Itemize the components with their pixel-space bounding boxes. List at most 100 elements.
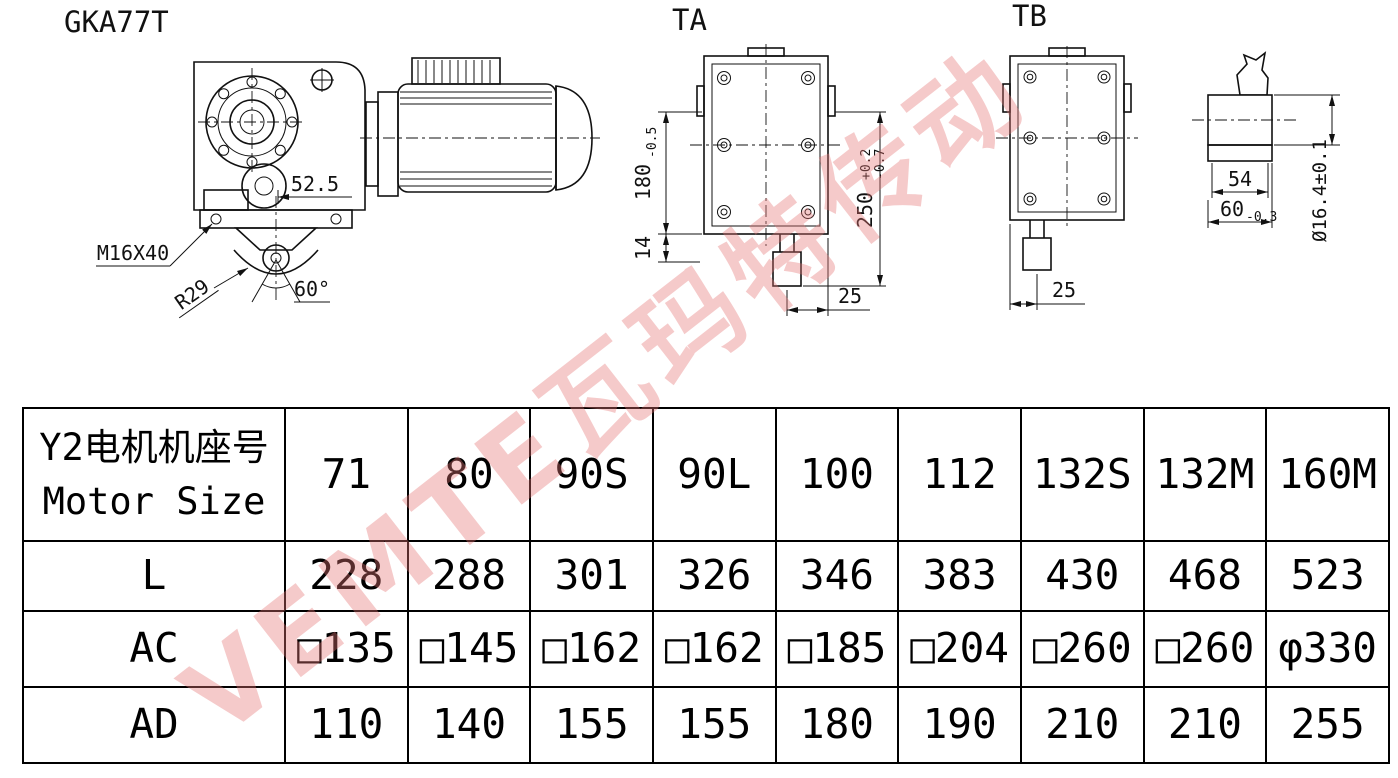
table-cell: 190 — [897, 686, 1022, 764]
column-header: 90S — [529, 407, 654, 542]
ta-output-shaft — [772, 234, 802, 287]
table-cell: 523 — [1265, 540, 1390, 612]
table-row-AD: AD 110 140 155 155 180 190 210 210 255 — [22, 686, 1390, 764]
motor-size-header: Y2电机机座号 Motor Size — [22, 407, 286, 542]
table-cell: 383 — [897, 540, 1022, 612]
table-cell: 110 — [284, 686, 409, 764]
section-dim-diameter-label: Ø16.4±0.1 — [1309, 139, 1331, 242]
secondary-bore-inner — [254, 176, 274, 196]
ta-dim-total-tol-dn: -0.7 — [873, 149, 888, 180]
ta-dim-total-tol-up: +0.2 — [859, 149, 874, 180]
shaft-section-drawing: 54 60 -0.3 Ø16.4±0.1 — [1192, 51, 1340, 242]
table-cell: □260 — [1019, 610, 1145, 688]
ta-view-drawing: TA 180 -0.5 — [631, 3, 888, 316]
housing-detail-rect — [203, 189, 249, 211]
table-cell: 430 — [1019, 540, 1145, 612]
ta-dim-offset-label: 25 — [838, 284, 862, 308]
ta-dim-depth-value: 14 — [631, 236, 655, 260]
dim-thread-label: M16X40 — [97, 241, 169, 265]
row-label: L — [22, 540, 286, 612]
motor-size-header-en: Motor Size — [42, 479, 266, 523]
table-cell: 255 — [1265, 686, 1390, 764]
motor-size-table: Y2电机机座号 Motor Size 71 80 90S 90L 100 112… — [22, 407, 1390, 764]
tb-ear-right — [1123, 83, 1132, 113]
section-dim-inner-width: 54 — [1211, 163, 1269, 198]
table-cell: 210 — [1019, 686, 1145, 764]
ta-dim-height-value: 180 — [631, 164, 655, 200]
section-dim-outer-width: 60 -0.3 — [1207, 163, 1277, 228]
table-cell: 288 — [406, 540, 532, 612]
dim-52-5-label: 52.5 — [291, 172, 339, 196]
table-cell: □162 — [651, 610, 777, 688]
table-cell: φ330 — [1265, 610, 1390, 688]
technical-drawings: GKA77T — [64, 0, 1340, 319]
tb-ear-left — [1002, 83, 1011, 113]
table-cell: □135 — [284, 610, 409, 688]
dim-angle-label: 60° — [294, 277, 330, 301]
ta-dim-height-tol: -0.5 — [645, 127, 660, 158]
table-cell: □185 — [774, 610, 900, 688]
dim-thread: M16X40 — [96, 223, 213, 267]
row-label: AD — [22, 686, 286, 764]
main-view-drawing: GKA77T — [64, 5, 600, 319]
table-header-row: Y2电机机座号 Motor Size 71 80 90S 90L 100 112… — [22, 407, 1390, 542]
ta-dim-depth: 14 — [631, 234, 700, 263]
tb-bolts — [1023, 70, 1111, 206]
table-cell: 210 — [1142, 686, 1268, 764]
column-header: 90L — [651, 407, 777, 542]
ta-dim-height: 180 -0.5 — [631, 111, 702, 235]
table-cell: 155 — [529, 686, 654, 764]
table-cell: □145 — [406, 610, 532, 688]
table-cell: 180 — [774, 686, 900, 764]
tb-view-title: TB — [1012, 0, 1047, 33]
column-header: 132S — [1019, 407, 1145, 542]
ta-view-title: TA — [672, 3, 707, 37]
table-cell: 468 — [1142, 540, 1268, 612]
output-bracket — [233, 227, 319, 251]
row-label: AC — [22, 610, 286, 688]
column-header: 80 — [406, 407, 532, 542]
table-cell: □260 — [1142, 610, 1268, 688]
column-header: 100 — [774, 407, 900, 542]
tb-dim-offset: 25 — [1009, 224, 1085, 310]
section-dim-outer-width-tol: -0.3 — [1246, 210, 1277, 225]
ta-ear-left — [696, 85, 705, 117]
section-dim-inner-width-label: 54 — [1228, 167, 1252, 191]
section-lower-band — [1207, 144, 1273, 162]
table-cell: 301 — [529, 540, 654, 612]
tb-output-shaft — [1022, 220, 1052, 271]
table-cell: □162 — [529, 610, 654, 688]
dim-radius: R29 — [170, 267, 249, 319]
tb-view-drawing: TB 25 — [996, 0, 1138, 310]
ta-dim-offset: 25 — [786, 238, 870, 316]
secondary-bore-outer — [241, 163, 287, 209]
plate-bolt-left — [210, 213, 222, 225]
table-cell: 346 — [774, 540, 900, 612]
table-cell: 140 — [406, 686, 532, 764]
ta-body-inner — [711, 63, 821, 227]
plate-bolt-right — [330, 213, 342, 225]
column-header: 112 — [897, 407, 1022, 542]
table-cell: 155 — [651, 686, 777, 764]
column-header: 71 — [284, 407, 409, 542]
column-header: 160M — [1265, 407, 1390, 542]
table-row-AC: AC □135 □145 □162 □162 □185 □204 □260 □2… — [22, 610, 1390, 688]
motor-drawing — [360, 57, 600, 197]
tb-dim-offset-label: 25 — [1052, 278, 1076, 302]
main-view-title: GKA77T — [64, 5, 169, 39]
gearbox-housing — [193, 61, 366, 211]
section-dim-outer-width-value: 60 — [1220, 197, 1244, 221]
column-header: 132M — [1142, 407, 1268, 542]
table-row-L: L 228 288 301 326 346 383 430 468 523 — [22, 540, 1390, 612]
section-dim-diameter: Ø16.4±0.1 — [1274, 94, 1340, 242]
ta-dim-total: 250 +0.2 -0.7 — [803, 111, 888, 287]
ta-dim-total-value: 250 — [853, 192, 877, 228]
dim-52-5: 52.5 — [277, 172, 352, 204]
table-cell: □204 — [897, 610, 1022, 688]
motor-size-header-cn: Y2电机机座号 — [39, 425, 269, 469]
table-cell: 326 — [651, 540, 777, 612]
dim-angle: 60° — [251, 259, 330, 303]
bearing-cover — [198, 68, 306, 176]
eye-bolt — [310, 68, 334, 92]
section-break-notch — [1236, 51, 1269, 96]
